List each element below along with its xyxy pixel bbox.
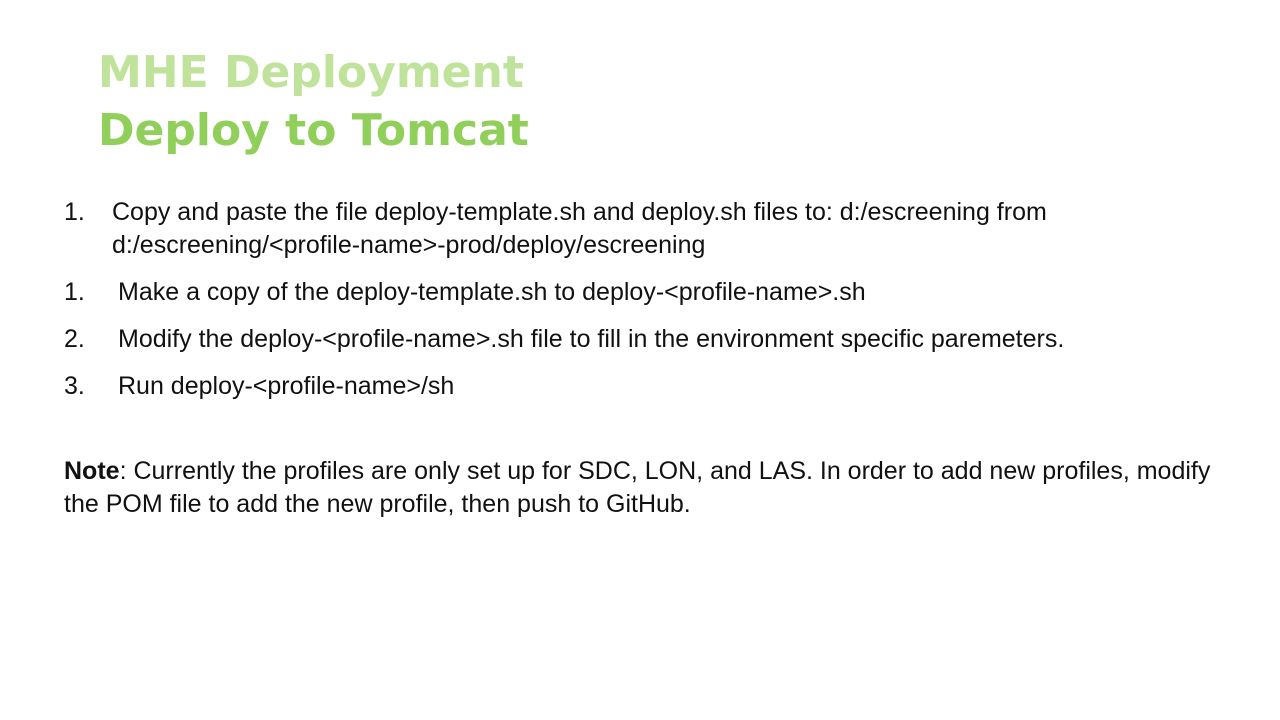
substep-2: 2. Modify the deploy-<profile-name>.sh f… [64, 323, 1234, 356]
note-paragraph: Note: Currently the profiles are only se… [64, 455, 1234, 521]
substep-number: 1. [64, 278, 85, 306]
step-1: 1. Copy and paste the file deploy-templa… [64, 196, 1234, 262]
substep-number: 2. [64, 325, 85, 353]
slide-body: 1. Copy and paste the file deploy-templa… [64, 196, 1234, 521]
step-number: 1. [64, 198, 85, 226]
substep-3: 3. Run deploy-<profile-name>/sh [64, 370, 1234, 403]
substep-number: 3. [64, 372, 85, 400]
note-text: : Currently the profiles are only set up… [64, 457, 1211, 518]
substep-1: 1. Make a copy of the deploy-template.sh… [64, 276, 1234, 309]
step-text: Copy and paste the file deploy-template.… [112, 198, 1047, 259]
note-label: Note [64, 457, 120, 485]
substep-text: Make a copy of the deploy-template.sh to… [118, 278, 866, 306]
title-block: MHE Deployment Deploy to Tomcat [98, 44, 1218, 160]
substep-text: Modify the deploy-<profile-name>.sh file… [118, 325, 1065, 353]
slide-title: MHE Deployment [98, 47, 524, 98]
slide-subtitle: Deploy to Tomcat [98, 105, 529, 156]
substep-text: Run deploy-<profile-name>/sh [118, 372, 455, 400]
